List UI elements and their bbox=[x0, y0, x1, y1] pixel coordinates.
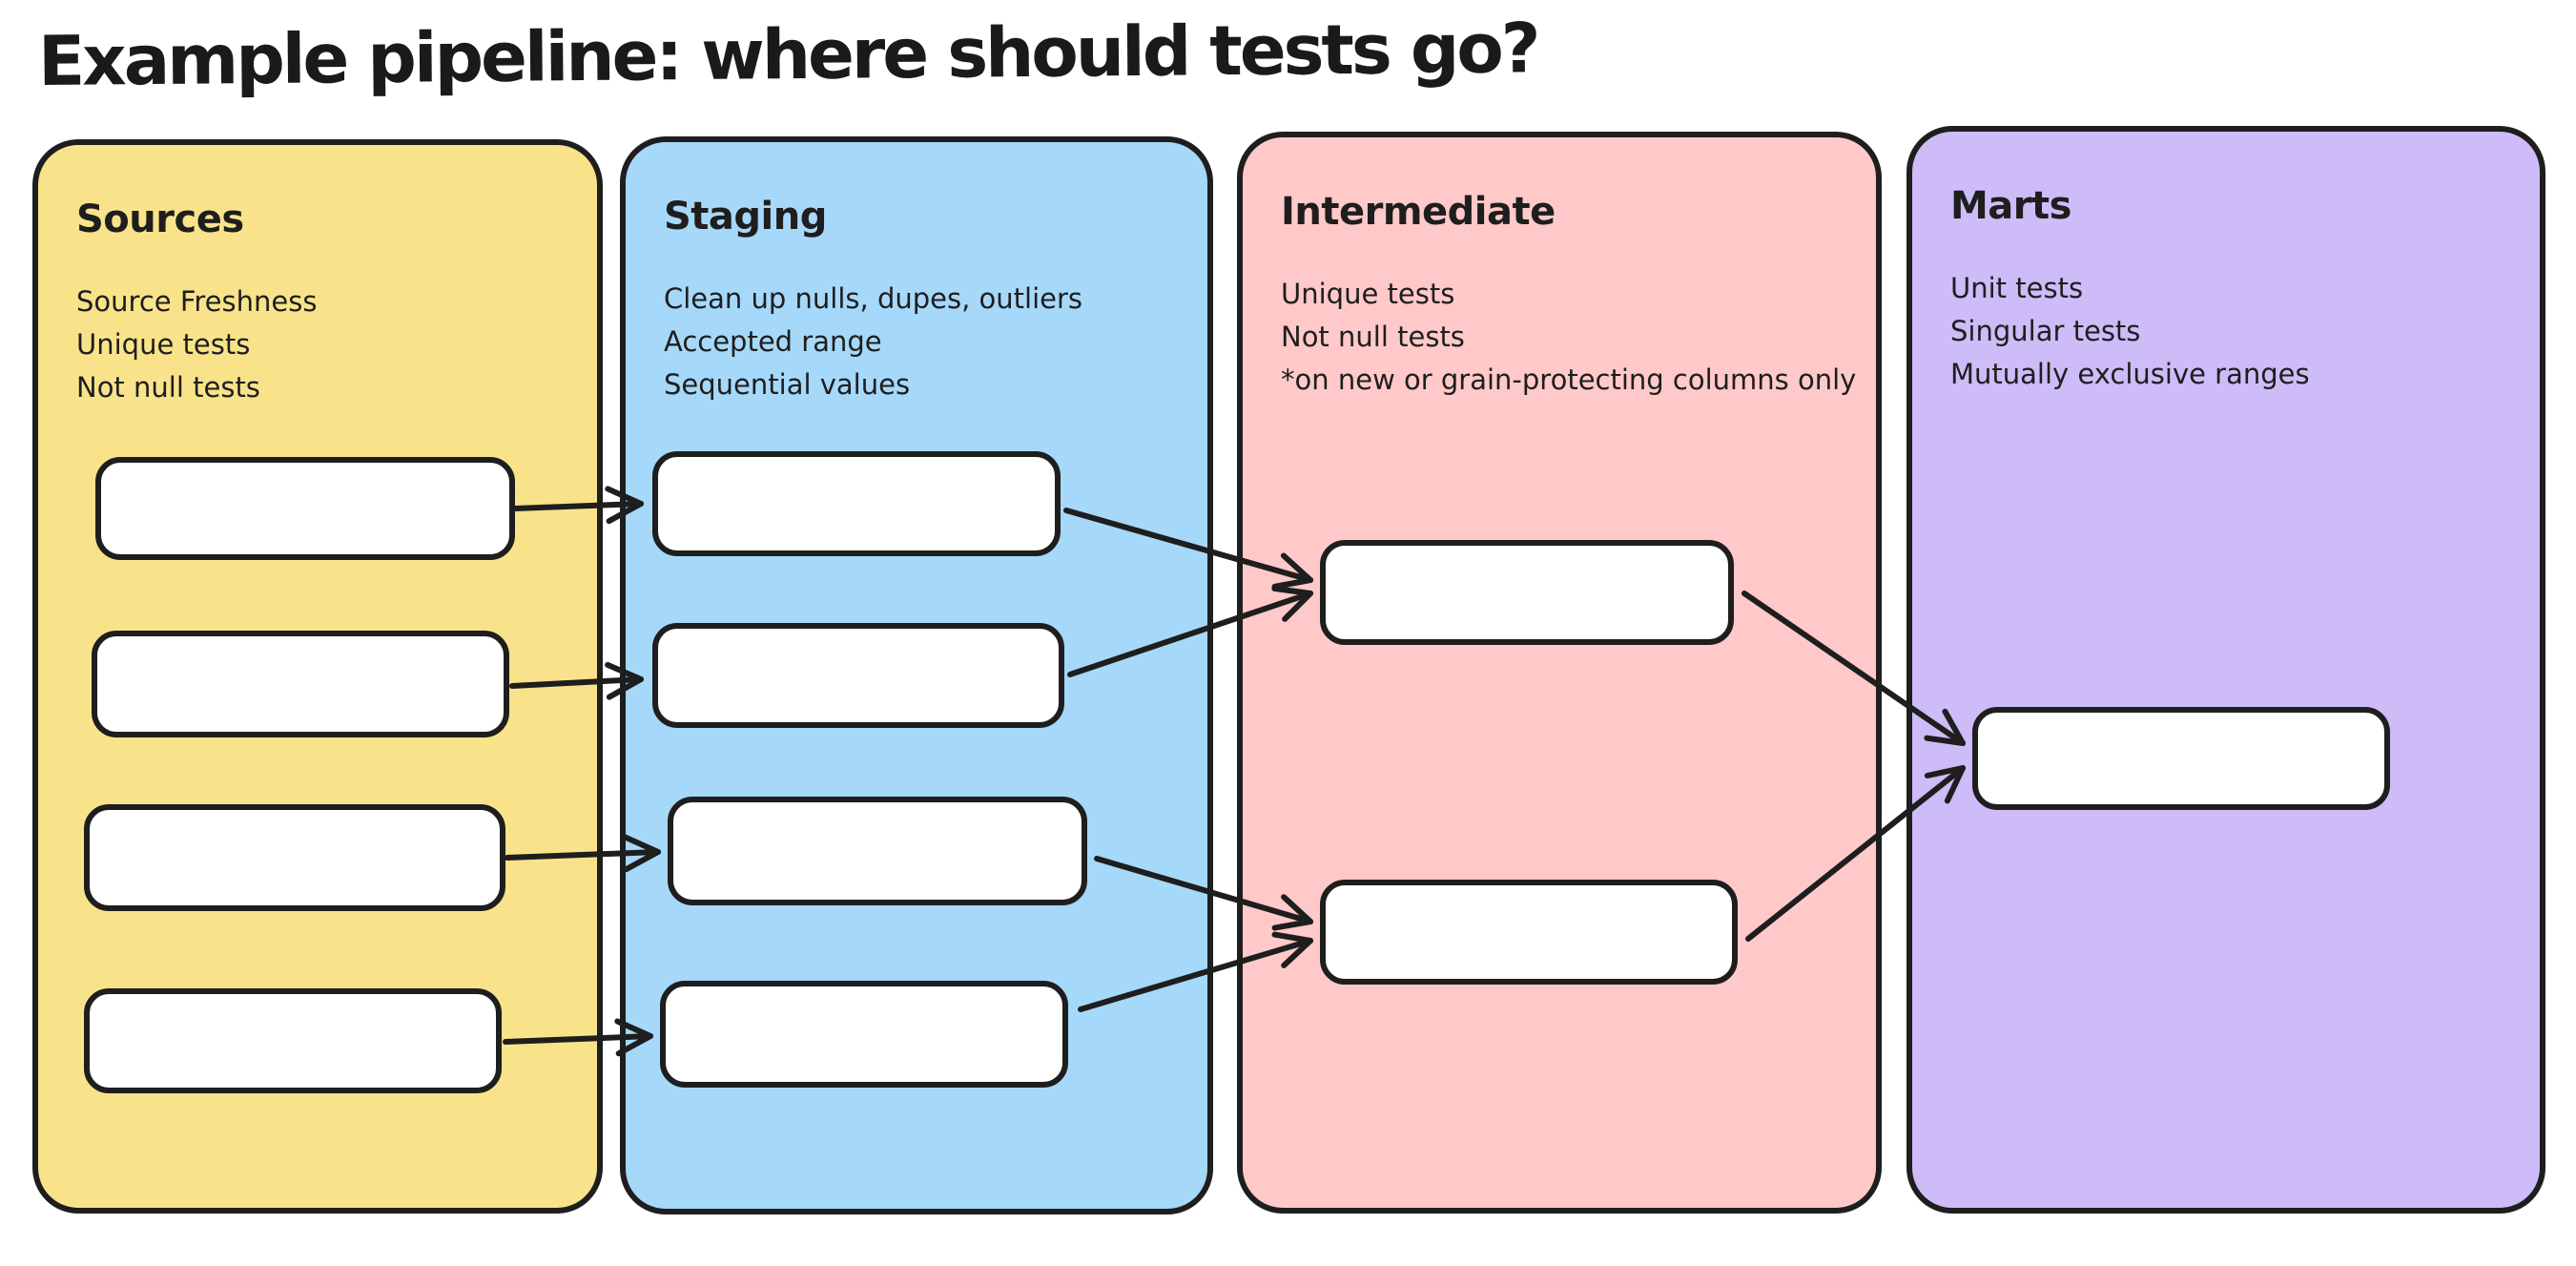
node-sources-4 bbox=[84, 988, 502, 1093]
node-intermediate-1 bbox=[1320, 540, 1734, 645]
column-sources-notes: Source Freshness Unique tests Not null t… bbox=[38, 280, 597, 409]
node-intermediate-2 bbox=[1320, 880, 1738, 985]
node-marts-1 bbox=[1972, 707, 2390, 810]
note-line: Not null tests bbox=[76, 371, 260, 404]
note-line: *on new or grain-protecting columns only bbox=[1281, 363, 1857, 396]
node-staging-3 bbox=[668, 797, 1087, 905]
note-line: Singular tests bbox=[1950, 315, 2141, 347]
node-sources-1 bbox=[95, 457, 515, 560]
note-line: Unique tests bbox=[1281, 278, 1455, 310]
column-staging-title: Staging bbox=[664, 195, 827, 239]
node-staging-1 bbox=[652, 451, 1061, 556]
note-line: Clean up nulls, dupes, outliers bbox=[664, 282, 1083, 315]
node-staging-2 bbox=[652, 623, 1064, 728]
column-intermediate-notes: Unique tests Not null tests *on new or g… bbox=[1243, 273, 1876, 402]
column-staging-notes: Clean up nulls, dupes, outliers Accepted… bbox=[626, 278, 1207, 406]
column-marts: Marts Unit tests Singular tests Mutually… bbox=[1906, 126, 2545, 1214]
column-marts-title: Marts bbox=[1950, 184, 2071, 228]
node-sources-2 bbox=[92, 631, 509, 737]
note-line: Sequential values bbox=[664, 368, 911, 401]
note-line: Unique tests bbox=[76, 328, 251, 361]
note-line: Source Freshness bbox=[76, 285, 318, 318]
diagram-title: Example pipeline: where should tests go? bbox=[37, 8, 1538, 101]
column-intermediate: Intermediate Unique tests Not null tests… bbox=[1237, 132, 1882, 1214]
column-intermediate-title: Intermediate bbox=[1281, 190, 1556, 234]
node-sources-3 bbox=[84, 804, 505, 911]
note-line: Accepted range bbox=[664, 325, 882, 358]
column-marts-notes: Unit tests Singular tests Mutually exclu… bbox=[1912, 267, 2540, 396]
note-line: Not null tests bbox=[1281, 321, 1465, 353]
column-sources-title: Sources bbox=[76, 197, 244, 241]
note-line: Unit tests bbox=[1950, 272, 2084, 304]
node-staging-4 bbox=[660, 981, 1068, 1088]
note-line: Mutually exclusive ranges bbox=[1950, 358, 2310, 390]
